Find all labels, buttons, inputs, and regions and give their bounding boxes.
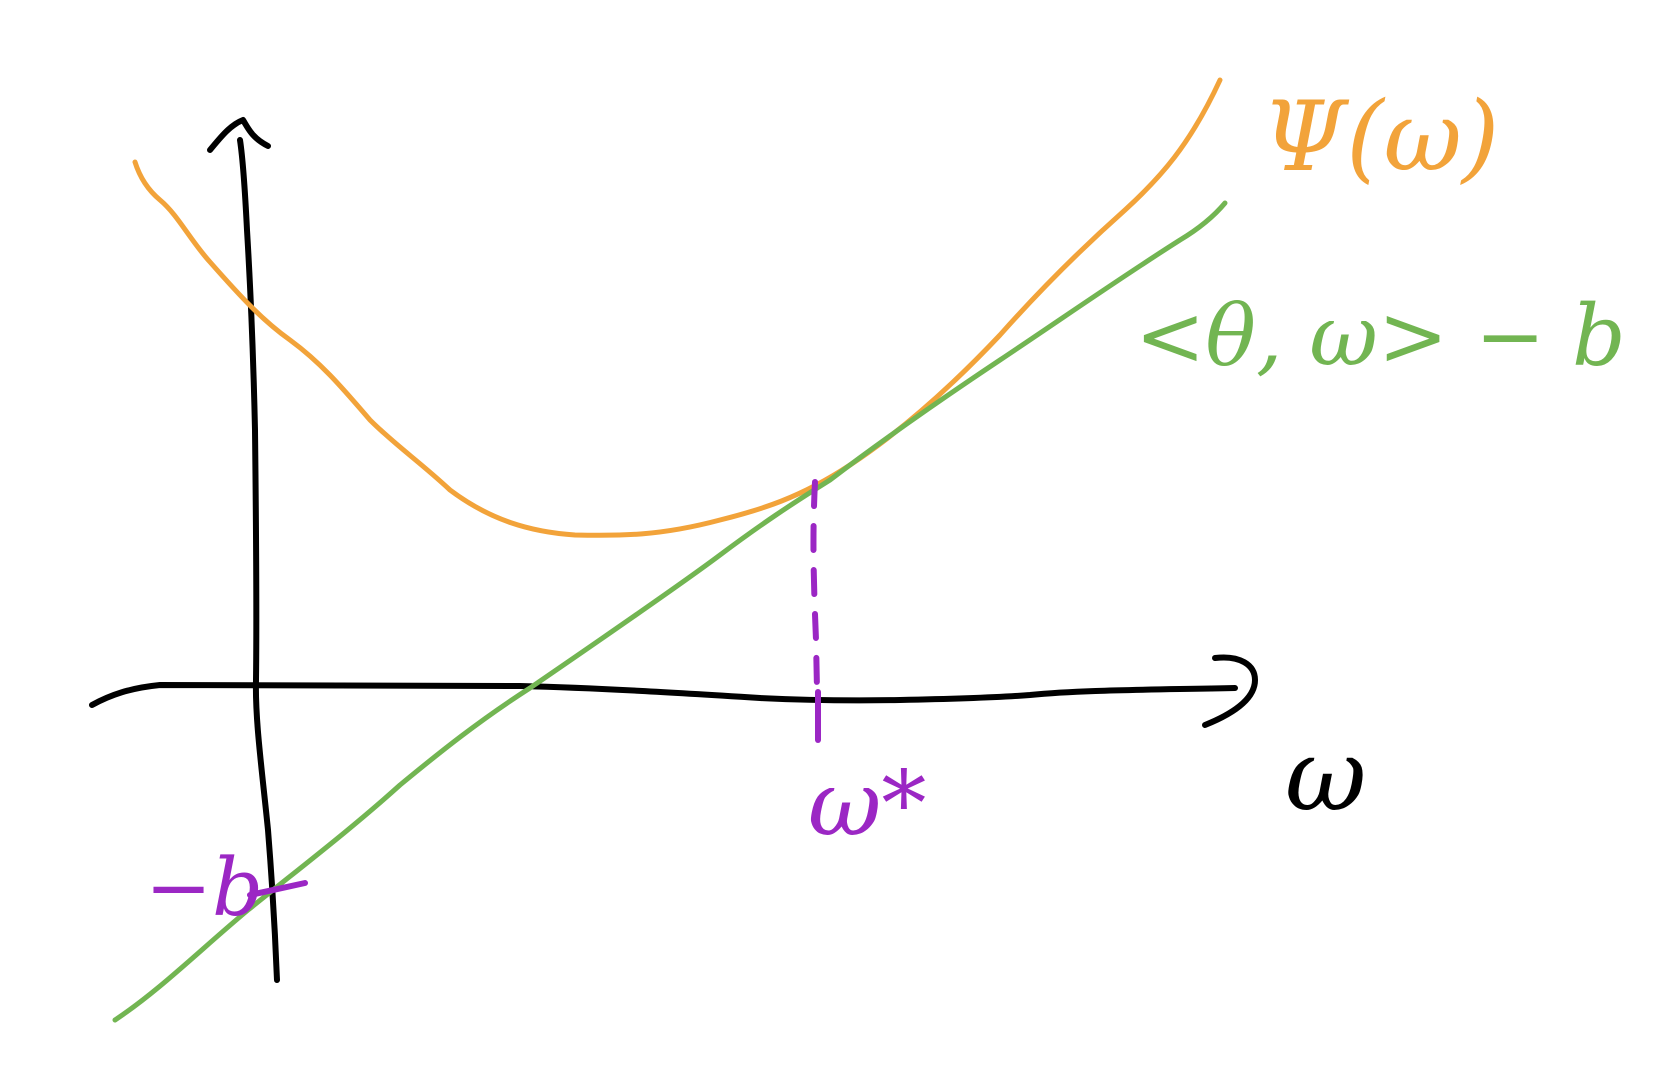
y-axis-arrow-icon xyxy=(207,117,271,153)
linear-function-line xyxy=(112,200,1228,1023)
psi-curve xyxy=(132,77,1223,538)
minimizer-dashed-line xyxy=(810,479,820,693)
x-axis-label: ω xyxy=(1285,717,1367,834)
y-axis xyxy=(237,137,280,983)
intercept-label: −b xyxy=(145,841,263,934)
x-axis-arrow-icon xyxy=(1202,654,1258,728)
x-axis xyxy=(89,682,1238,708)
minimizer-label: ω* xyxy=(808,752,926,857)
psi-curve-label: Ψ(ω) xyxy=(1262,81,1499,193)
intercept-tick xyxy=(247,880,308,898)
linear-function-label: <θ, ω> − b xyxy=(1135,287,1626,385)
